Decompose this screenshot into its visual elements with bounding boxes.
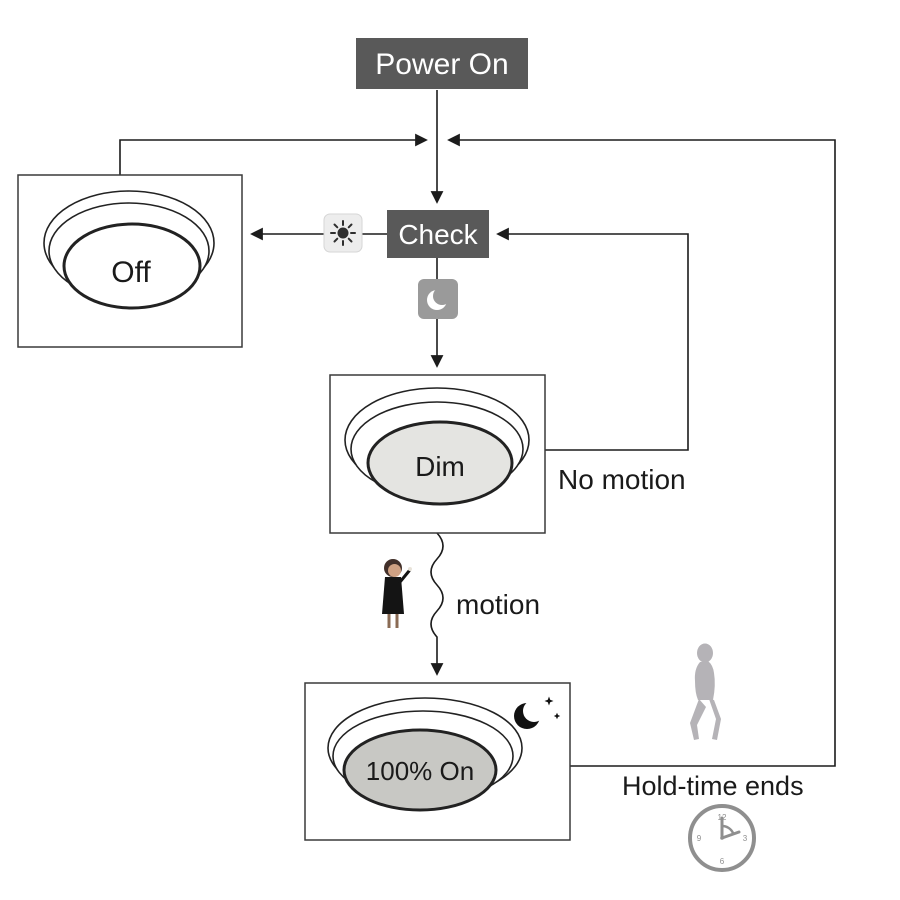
off-lamp-label: Off bbox=[111, 256, 151, 289]
full-on-lamp-node: 100% On bbox=[304, 682, 571, 841]
edge-off-feedback bbox=[119, 133, 428, 175]
sun-icon bbox=[323, 213, 363, 253]
clock-icon: 12 3 6 9 bbox=[688, 804, 756, 872]
check-node: Check bbox=[387, 210, 489, 258]
power-on-node: Power On bbox=[356, 38, 528, 89]
svg-text:9: 9 bbox=[697, 834, 702, 843]
moon-icon bbox=[418, 279, 458, 319]
dim-lamp-label: Dim bbox=[415, 451, 465, 482]
edge-motion bbox=[430, 532, 444, 676]
off-lamp-node: Off bbox=[17, 174, 243, 348]
hold-time-label: Hold-time ends bbox=[622, 771, 804, 801]
walking-person-icon bbox=[690, 643, 721, 740]
person-icon bbox=[382, 559, 412, 628]
svg-text:6: 6 bbox=[720, 857, 725, 866]
svg-text:3: 3 bbox=[743, 834, 748, 843]
power-on-label: Power On bbox=[375, 48, 508, 81]
full-on-lamp-label: 100% On bbox=[366, 756, 474, 786]
no-motion-label: No motion bbox=[558, 464, 686, 495]
edge-no-motion-loop bbox=[496, 227, 689, 451]
edge-holdtime-feedback bbox=[447, 133, 836, 767]
moon-stars-icon bbox=[514, 696, 561, 729]
check-label: Check bbox=[398, 219, 478, 250]
dim-lamp-node: Dim bbox=[329, 374, 546, 534]
motion-label: motion bbox=[456, 589, 540, 620]
